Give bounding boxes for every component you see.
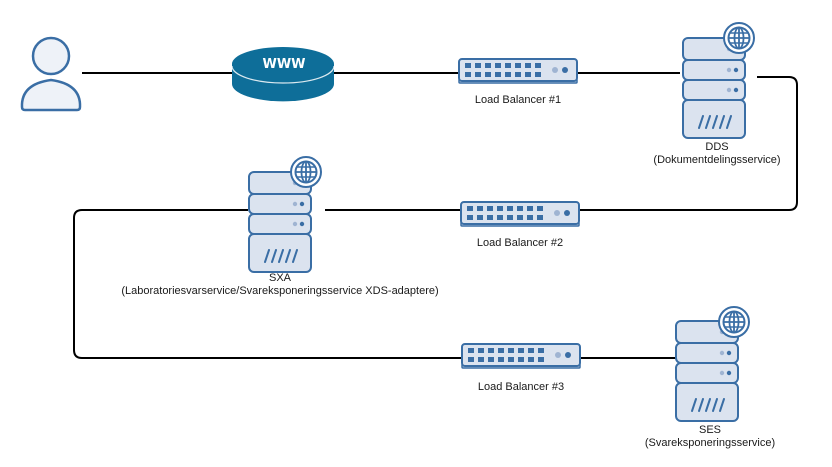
dds-label: DDS xyxy=(705,141,728,153)
switch-icon xyxy=(458,58,578,84)
www-node[interactable]: WWW xyxy=(231,47,335,102)
ses-label: SES xyxy=(699,424,721,436)
dds-server[interactable]: DDS (Dokumentdelingsservice) xyxy=(653,22,781,166)
sxa-label: SXA xyxy=(269,272,292,284)
user-node[interactable] xyxy=(20,36,82,112)
globe-icon xyxy=(290,156,322,188)
switch-icon xyxy=(460,201,580,227)
internet-cylinder-icon xyxy=(231,47,335,102)
ses-server[interactable]: SES (Svareksponeringsservice) xyxy=(645,306,775,449)
load-balancer-1-label: Load Balancer #1 xyxy=(475,94,561,106)
load-balancer-2[interactable]: Load Balancer #2 xyxy=(460,201,580,249)
sxa-server[interactable]: SXA (Laboratoriesvarservice/Svareksponer… xyxy=(121,156,439,297)
load-balancer-3[interactable]: Load Balancer #3 xyxy=(461,343,581,393)
edge-sxa-lb3 xyxy=(73,209,462,359)
load-balancer-1[interactable]: Load Balancer #1 xyxy=(458,58,578,106)
load-balancer-2-label: Load Balancer #2 xyxy=(477,237,563,249)
switch-icon xyxy=(461,343,581,369)
ses-sublabel: (Svareksponeringsservice) xyxy=(645,437,775,449)
sxa-sublabel: (Laboratoriesvarservice/Svareksponerings… xyxy=(121,285,438,297)
www-label: WWW xyxy=(262,57,305,72)
load-balancer-3-label: Load Balancer #3 xyxy=(478,381,564,393)
connections xyxy=(73,72,798,359)
globe-icon xyxy=(723,22,755,54)
globe-icon xyxy=(718,306,750,338)
user-icon xyxy=(20,36,82,112)
dds-sublabel: (Dokumentdelingsservice) xyxy=(653,154,780,166)
edge-dds-lb2 xyxy=(579,76,798,211)
